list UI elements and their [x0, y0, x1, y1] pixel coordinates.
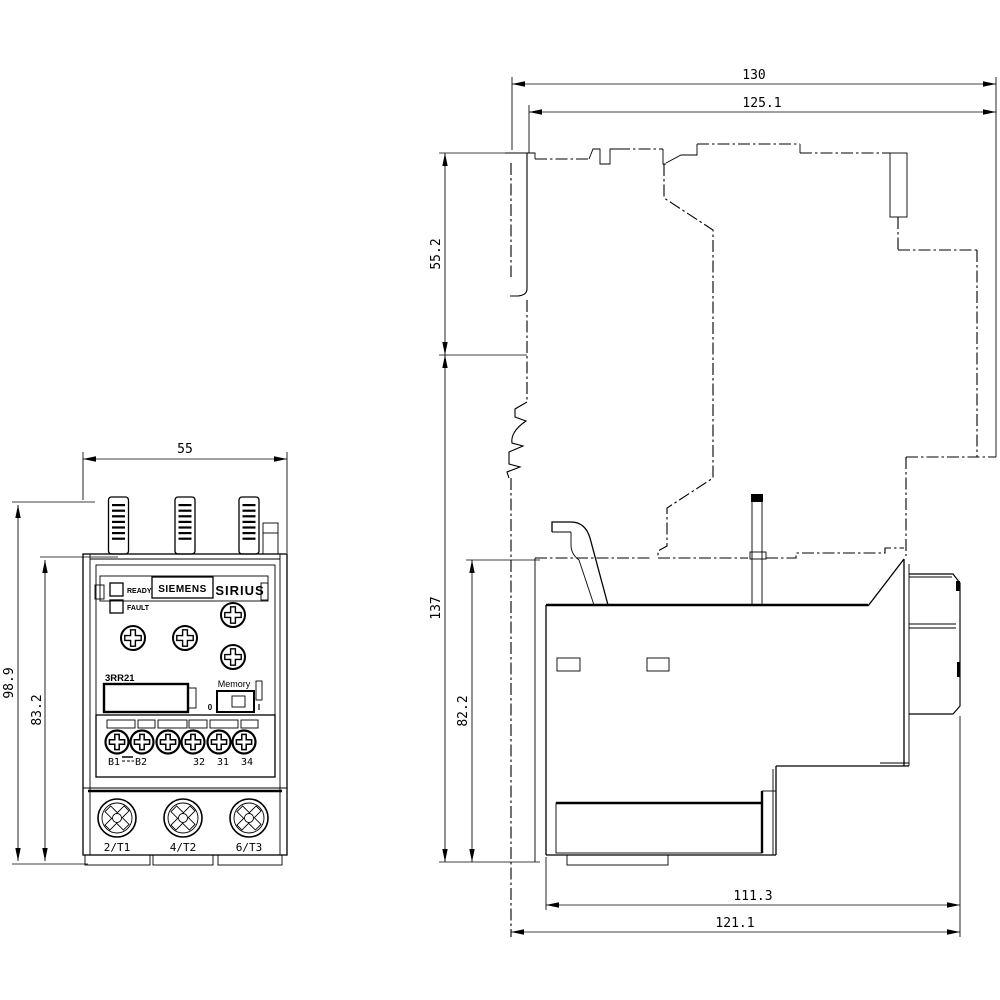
dial-icon[interactable]: [120, 625, 146, 651]
front-body-outline: [82, 553, 288, 856]
dim-side-depth-total: 121.1: [511, 916, 960, 935]
aux-terminal-screws[interactable]: [104, 729, 257, 755]
ready-led-icon: [109, 582, 124, 597]
memory-switch[interactable]: Memory 0 I: [208, 679, 263, 713]
aux-terminal-strip: B1 B2 32 31 34: [95, 714, 276, 778]
series-label: SIRIUS: [215, 583, 264, 598]
dim-side-height-body-text: 82.2: [456, 695, 471, 726]
load-terminal-label: 4/T2: [170, 841, 197, 854]
ready-led-label: READY: [127, 588, 152, 595]
screw-terminal-icon[interactable]: [206, 729, 232, 755]
aux-terminal-label: 31: [217, 757, 229, 768]
dim-front-height-total: 98.9: [2, 505, 21, 861]
side-view: 130 125.1 55.2 137 82.2: [429, 68, 997, 937]
dim-side-depth-inner: 111.3: [546, 889, 960, 908]
dim-side-height-body: 82.2: [456, 560, 475, 862]
dim-side-width-inner: 125.1: [529, 96, 996, 115]
front-vents: [107, 496, 279, 555]
aux-terminal-label: B2: [135, 757, 147, 768]
mount-lug: [889, 152, 908, 218]
contactor-phantom-outline: [505, 143, 996, 559]
dim-front-height-total-text: 98.9: [2, 667, 17, 698]
dim-side-width-total-text: 130: [742, 68, 765, 83]
dim-side-height-lower: 137: [429, 355, 448, 862]
siemens-logo-box: [151, 576, 214, 599]
memory-on-label: I: [258, 703, 260, 712]
front-feet: [84, 854, 283, 866]
load-terminal-icon[interactable]: [97, 798, 137, 838]
memory-switch-knob[interactable]: [231, 695, 246, 708]
dim-front-height-body-text: 83.2: [30, 694, 45, 725]
dim-front-height-body: 83.2: [30, 560, 48, 861]
load-terminal-label: 6/T3: [236, 841, 263, 854]
relay-side-body: [534, 558, 910, 866]
dim-side-height-upper: 55.2: [429, 153, 448, 355]
dim-side-height-upper-text: 55.2: [429, 238, 444, 269]
dial-icon[interactable]: [220, 602, 246, 628]
load-terminal-icon[interactable]: [163, 798, 203, 838]
memory-off-label: 0: [208, 703, 213, 712]
memory-switch-slot[interactable]: [216, 690, 255, 713]
dim-front-width: 55: [83, 442, 287, 462]
dial-icon[interactable]: [220, 644, 246, 670]
load-terminal-icon[interactable]: [229, 798, 269, 838]
dim-side-width-total: 130: [512, 68, 996, 87]
dim-side-height-lower-text: 137: [429, 596, 444, 619]
bottom-recess: [555, 802, 763, 854]
connector-block: [909, 573, 961, 715]
front-extension-lines: [12, 452, 288, 865]
load-terminals[interactable]: 2/T1 4/T2 6/T3: [97, 798, 269, 854]
screw-terminal-icon[interactable]: [155, 729, 181, 755]
fault-led-icon: [109, 599, 124, 614]
dim-side-depth-total-text: 121.1: [715, 916, 754, 931]
adjustment-dials[interactable]: [120, 602, 246, 670]
front-view: 55 98.9 83.2: [2, 442, 288, 866]
side-extension-lines: [439, 77, 997, 937]
screw-terminal-icon[interactable]: [104, 729, 130, 755]
model-label: 3RR21: [105, 673, 135, 684]
release-latch[interactable]: [551, 521, 609, 606]
aux-terminal-label: B1: [108, 757, 120, 768]
din-rail-clip: [506, 401, 528, 937]
fault-led-label: FAULT: [127, 605, 150, 612]
aux-terminal-label: 32: [193, 757, 205, 768]
front-label-plate: SIEMENS SIRIUS: [94, 575, 269, 602]
load-terminal-label: 2/T1: [104, 841, 131, 854]
screw-terminal-icon[interactable]: [231, 729, 257, 755]
dim-side-width-inner-text: 125.1: [742, 96, 781, 111]
vent-slats: [112, 504, 256, 540]
plunger-pin: [749, 494, 767, 605]
setting-window: [102, 682, 197, 714]
brand-label: SIEMENS: [158, 584, 207, 595]
status-leds: READY FAULT: [109, 582, 152, 614]
aux-terminal-label: 34: [241, 757, 253, 768]
screw-terminal-icon[interactable]: [129, 729, 155, 755]
side-foot: [566, 854, 669, 866]
memory-label: Memory: [218, 679, 251, 689]
screw-terminal-icon[interactable]: [180, 729, 206, 755]
test-tab: [262, 522, 279, 555]
dc-symbol-icon: [122, 756, 134, 762]
dial-icon[interactable]: [172, 625, 198, 651]
dim-side-depth-inner-text: 111.3: [733, 889, 772, 904]
dim-front-width-text: 55: [177, 442, 193, 457]
